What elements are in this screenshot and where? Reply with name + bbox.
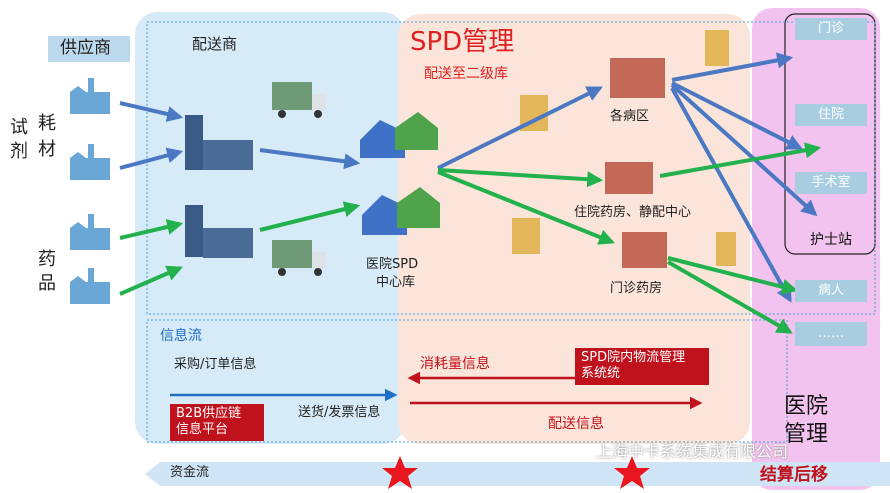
delivery-info-label: 配送信息 [548, 416, 604, 432]
arrow-wards-to-nurse [670, 83, 818, 217]
cart-icon [512, 30, 736, 266]
spd-title: SPD管理 [410, 27, 515, 57]
arrow-spd-to-outpatient-pharm [437, 170, 615, 245]
wechat-icon: ❀ [572, 442, 586, 461]
info-dotted-frame [146, 319, 788, 443]
consumption-info-label: 消耗量信息 [420, 356, 490, 372]
spd-center-label-1: 医院SPD [366, 257, 419, 272]
arrow-inpatient-pharm-to-dept [659, 142, 822, 178]
factory-icon [70, 78, 110, 304]
supplier-label: 供应商 [60, 38, 111, 58]
arrow-factory-to-distributor-1 [119, 101, 184, 122]
b2b-platform-box: B2B供应链 信息平台 [170, 404, 264, 441]
hospital-title-1: 医院 [784, 394, 829, 419]
delivery-invoice-label: 送货/发票信息 [298, 405, 381, 420]
consumable-char-1: 耗 [38, 113, 56, 134]
arrow-wards-to-inpatient [671, 81, 803, 150]
purchase-order-label: 采购/订单信息 [174, 357, 257, 372]
arrow-outpatient-pharm-to-patient [667, 256, 799, 295]
drug-char-1: 药 [38, 249, 56, 270]
shelf-icon [605, 58, 667, 268]
arrow-drug-factory-1 [119, 219, 184, 240]
reagent-char-1: 试 [10, 117, 28, 138]
more-box: …… [795, 322, 867, 346]
dept-item-inpatient: 住院 [795, 104, 867, 126]
arrow-factory-to-distributor-2 [119, 147, 184, 170]
nurse-station-label: 护士站 [810, 232, 852, 248]
spd-center-label-2: 中心库 [376, 275, 416, 290]
star-1 [382, 456, 418, 489]
hospital-title-2: 管理 [784, 422, 829, 447]
inpatient-pharmacy-label: 住院药房、静配中心 [574, 205, 692, 220]
spd-subtitle: 配送至二级库 [424, 66, 508, 82]
star-2 [614, 456, 650, 489]
capital-flow-label: 资金流 [170, 465, 210, 480]
arrow-distributor-to-spd-green [259, 201, 361, 232]
spd-system-box: SPD院内物流管理 系统统 [575, 348, 709, 385]
patient-box: 病人 [795, 280, 867, 302]
arrow-outpatient-pharm-to-more [667, 260, 793, 334]
outpatient-pharmacy-label: 门诊药房 [610, 281, 663, 296]
arrow-drug-factory-2 [119, 265, 183, 296]
arrow-spd-to-wards [437, 86, 603, 170]
supplier-label-box [48, 36, 130, 62]
watermark-text: 上海中卡系统集成有限公司 [596, 442, 789, 461]
arrow-wards-to-more [670, 87, 792, 303]
wards-label: 各病区 [610, 109, 650, 124]
drug-char-2: 品 [38, 273, 56, 294]
arrow-wards-to-outpatient [671, 52, 794, 82]
dept-item-surgery: 手术室 [795, 172, 867, 194]
truck-icon [272, 82, 326, 276]
distributor-title: 配送商 [192, 35, 238, 53]
spd-region [398, 14, 750, 444]
flow-dotted-frame [146, 21, 876, 315]
distributor-building-icon [185, 115, 253, 258]
dept-item-outpatient: 门诊 [795, 18, 867, 40]
arrow-spd-to-inpatient-pharm [437, 168, 604, 188]
info-flow-title: 信息流 [160, 328, 202, 344]
settlement-label: 结算后移 [760, 465, 828, 485]
warehouse-icon [360, 112, 440, 235]
arrow-distributor-to-spd-blue [259, 148, 361, 170]
hospital-region [752, 8, 880, 490]
consumable-char-2: 材 [38, 139, 56, 160]
reagent-char-2: 剂 [10, 141, 28, 162]
capital-flow-arrow [145, 462, 890, 486]
